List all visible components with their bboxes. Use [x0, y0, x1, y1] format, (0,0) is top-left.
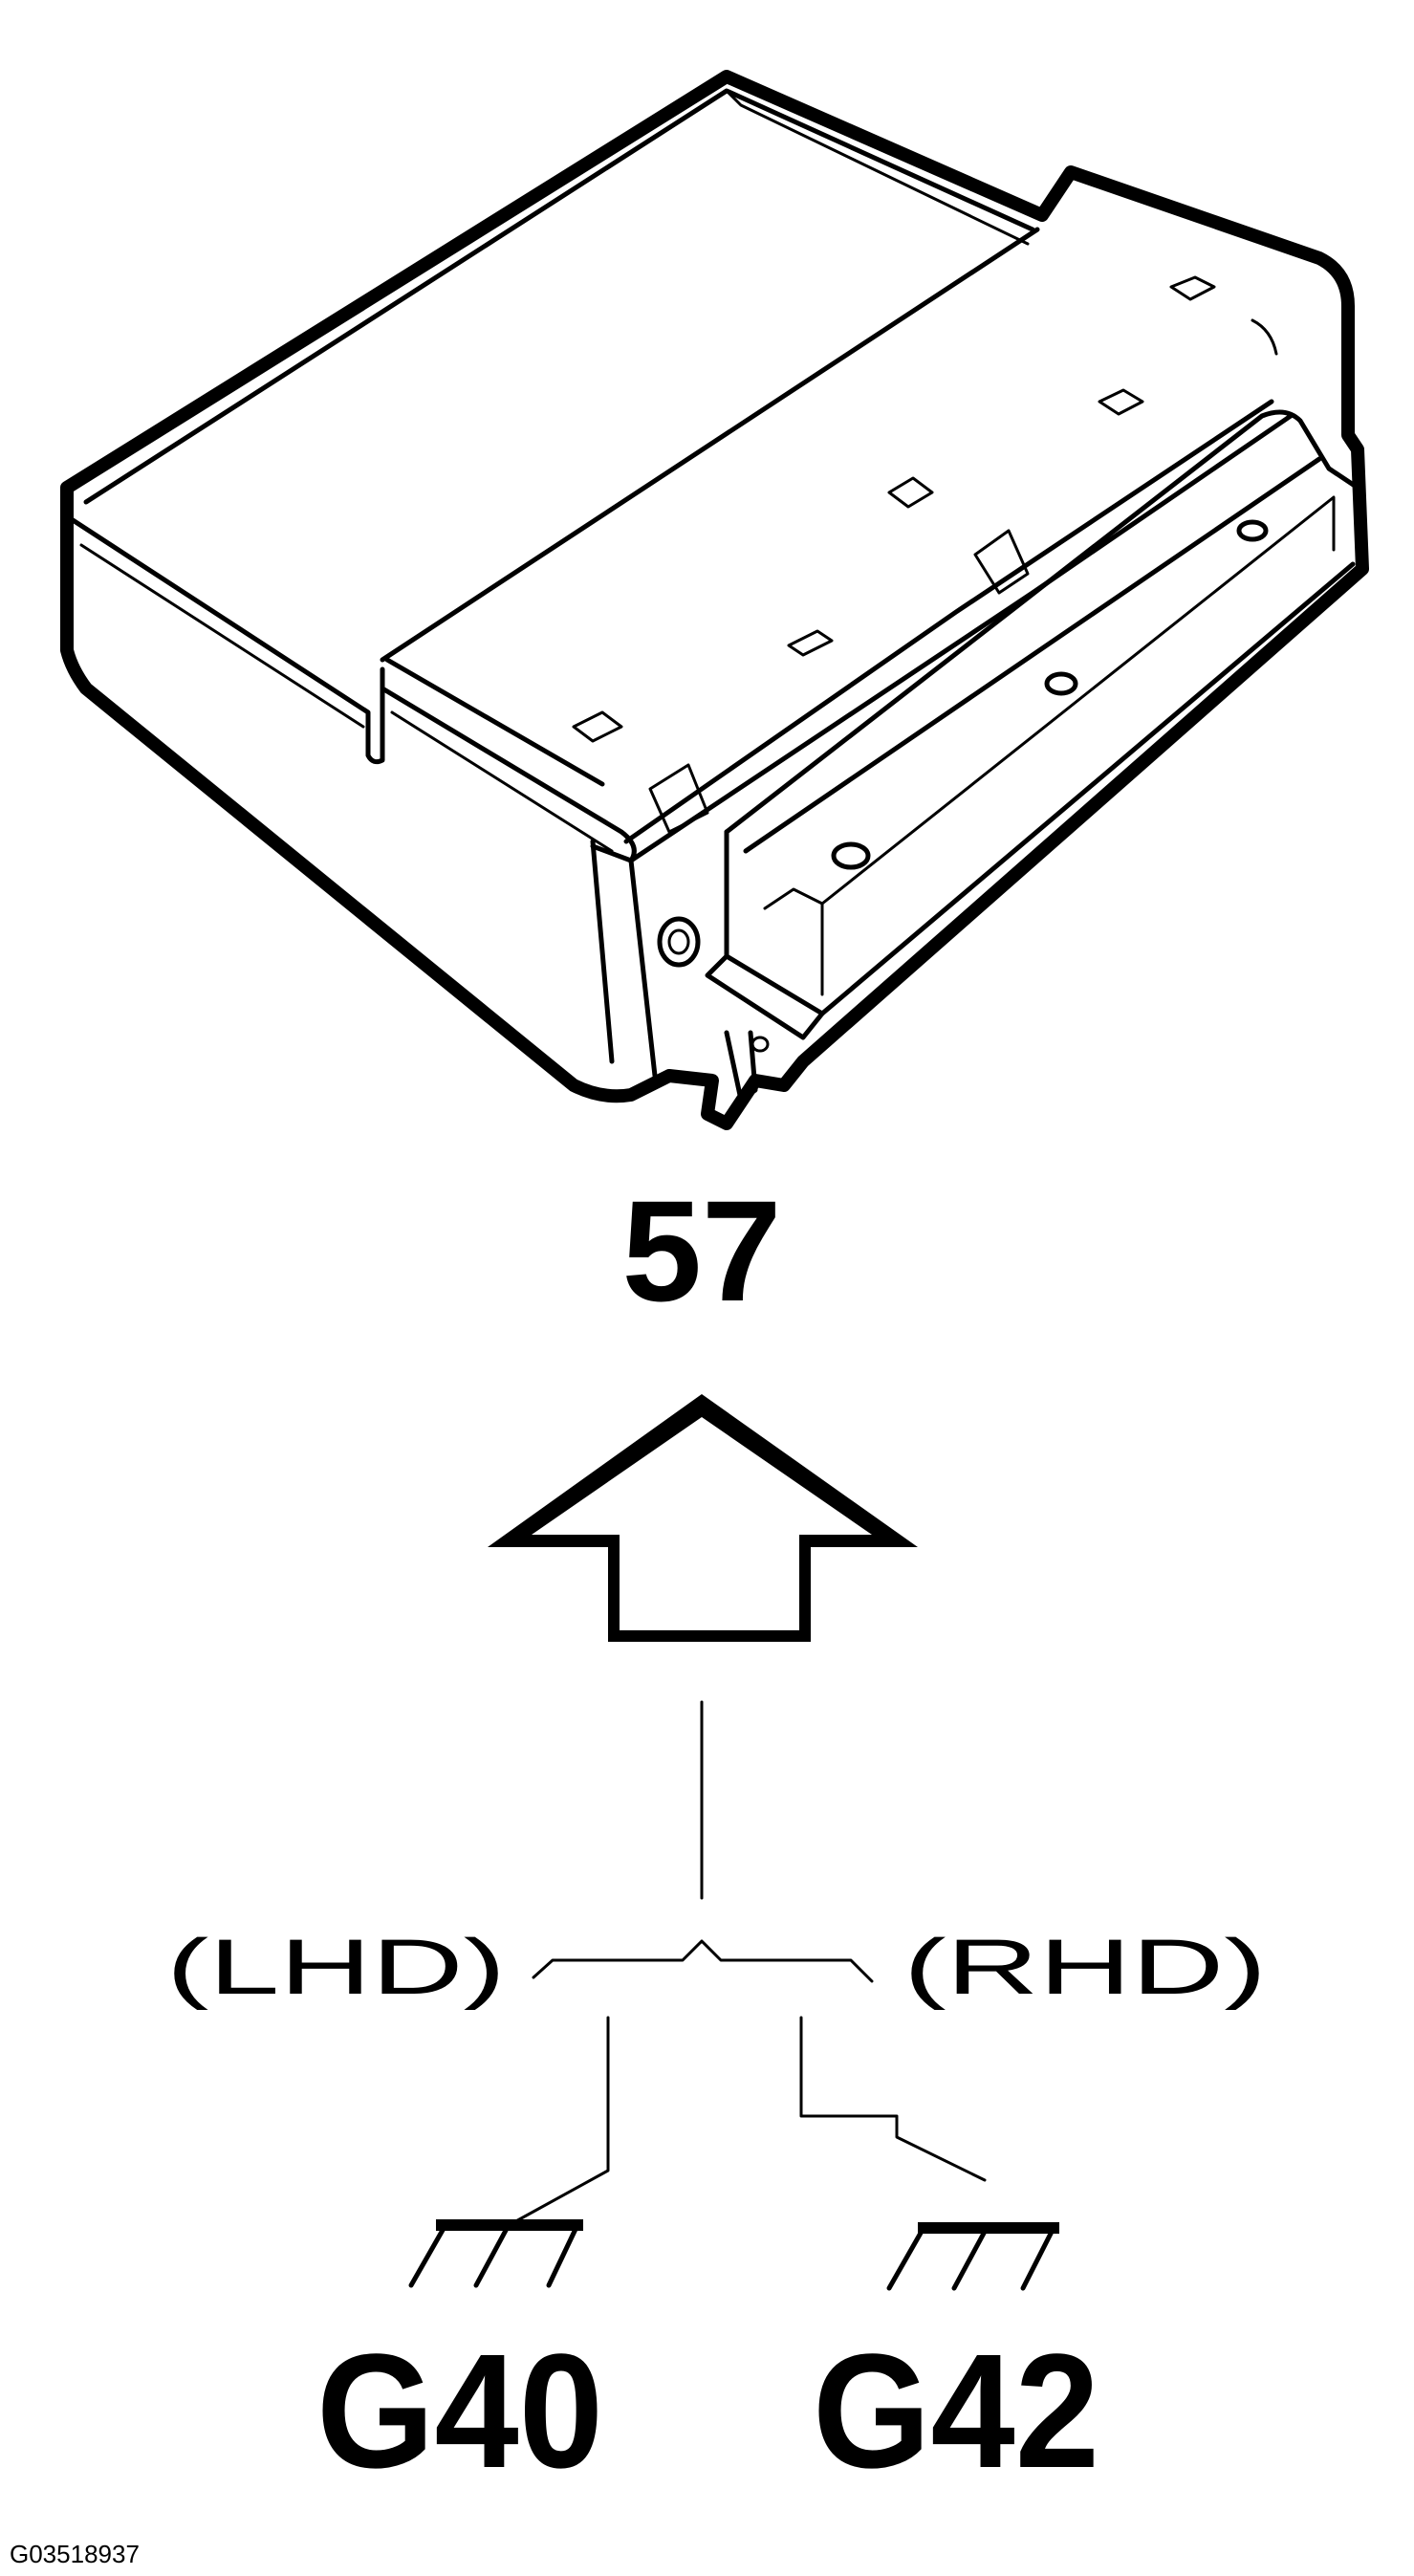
ground-label-g42: G42	[813, 2321, 1099, 2502]
ground-symbol-icon	[886, 2222, 1059, 2291]
ground-label-g40: G40	[316, 2321, 603, 2502]
rhd-label: (RHD)	[903, 1924, 1267, 2011]
control-module-illustration	[60, 70, 1369, 1130]
lhd-label: (LHD)	[166, 1924, 506, 2011]
up-arrow-icon	[488, 1394, 918, 1642]
component-number: 57	[622, 1170, 782, 1331]
figure-code: G03518937	[10, 2540, 140, 2568]
ground-symbol-icon	[408, 2219, 583, 2288]
wiring-lines	[511, 1700, 987, 2225]
